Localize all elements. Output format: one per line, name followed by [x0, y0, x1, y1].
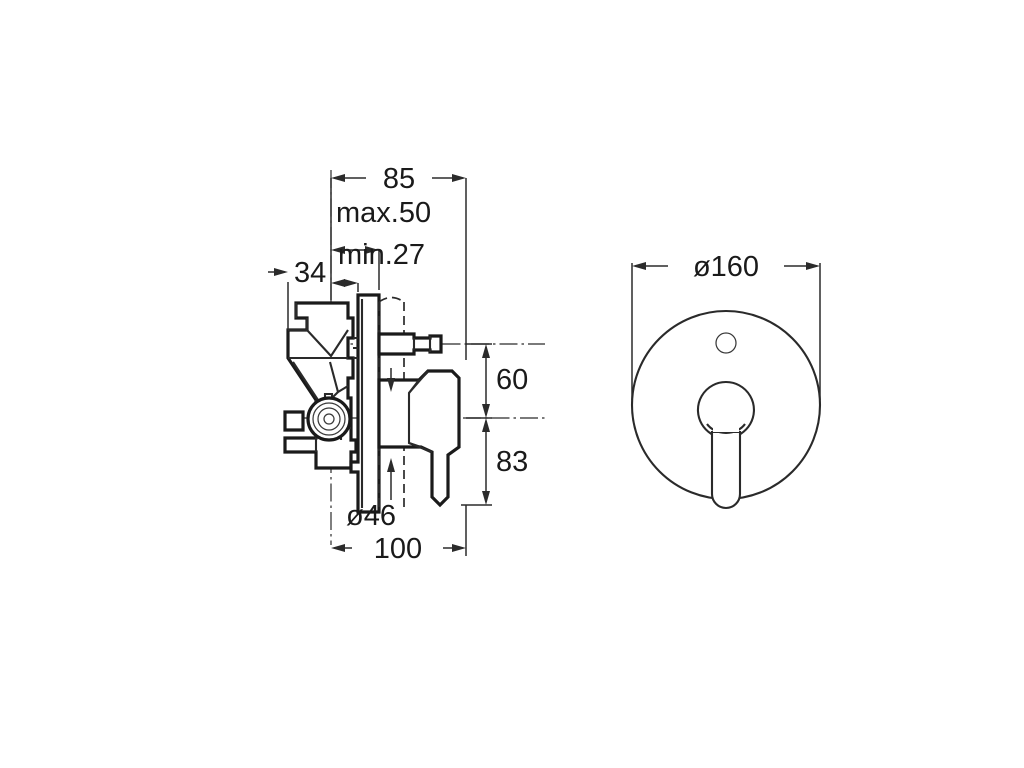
dimension-85: 85 — [331, 163, 466, 195]
dim-46-arrow-lower — [387, 458, 395, 472]
dim-34-label: 34 — [294, 257, 326, 289]
cartridge-circle-mid — [312, 402, 346, 436]
dimension-diameter-46: ø46 — [346, 368, 396, 532]
dim-83-arrow-top — [482, 418, 490, 432]
lever-handle-lower-joint — [408, 442, 433, 453]
dim-100-label: 100 — [374, 533, 422, 565]
dim-85-arrow-left — [331, 174, 345, 182]
dim-85-arrow-right — [452, 174, 466, 182]
bore-hidden-top-arc — [378, 296, 405, 303]
cartridge-circle-core — [323, 413, 335, 425]
body-detail-v-chamfer — [306, 329, 349, 358]
dim-max50-arrow-right — [365, 246, 379, 254]
dimension-34: 34 — [268, 257, 326, 289]
dim-160-arrow-right — [806, 262, 820, 270]
outlet-spigot-left — [283, 410, 305, 432]
dim-min27-arrow-left — [331, 279, 345, 287]
dim-46-arrow-upper — [387, 378, 395, 392]
dim-60-arrow-bottom — [482, 404, 490, 418]
side-section-view: 85 max.50 min.27 34 6 — [268, 163, 545, 565]
dimension-60: 60 — [466, 343, 528, 419]
dim-83-label: 83 — [496, 446, 528, 478]
dim-60-arrow-top — [482, 344, 490, 358]
dim-46-label: ø46 — [346, 500, 396, 532]
dim-100-arrow-left — [331, 544, 345, 552]
dim-160-arrow-left — [632, 262, 646, 270]
cartridge-circle-outer — [306, 396, 352, 442]
cartridge-circle-inner — [317, 407, 341, 431]
dim-max50-arrow-left — [331, 246, 345, 254]
dim-100-arrow-right — [452, 544, 466, 552]
dim-34-arrow — [274, 268, 288, 276]
front-diverter-button — [715, 332, 737, 354]
lever-handle-chamfer — [408, 370, 429, 394]
dimension-min27: min.27 — [331, 239, 425, 287]
front-view: ø160 — [630, 251, 822, 509]
dim-160-label: ø160 — [693, 251, 759, 283]
dim-min27-label: min.27 — [338, 239, 425, 271]
dim-min27-arrow-right — [344, 279, 358, 287]
dimension-diameter-160: ø160 — [631, 251, 821, 400]
dimension-max50: max.50 — [331, 197, 431, 254]
front-lever-smile-detail — [706, 423, 746, 434]
escutcheon-gasket-ticks — [353, 336, 358, 360]
dim-60-label: 60 — [496, 364, 528, 396]
front-lever-stem — [710, 430, 742, 509]
dimension-100: 100 — [331, 505, 467, 565]
diverter-spindle — [377, 332, 443, 356]
dim-83-arrow-bottom — [482, 491, 490, 505]
body-detail-diagonal-inner — [292, 361, 319, 401]
dim-85-label: 85 — [383, 163, 415, 195]
escutcheon-plate — [349, 293, 381, 514]
dim-max50-label: max.50 — [336, 197, 431, 229]
